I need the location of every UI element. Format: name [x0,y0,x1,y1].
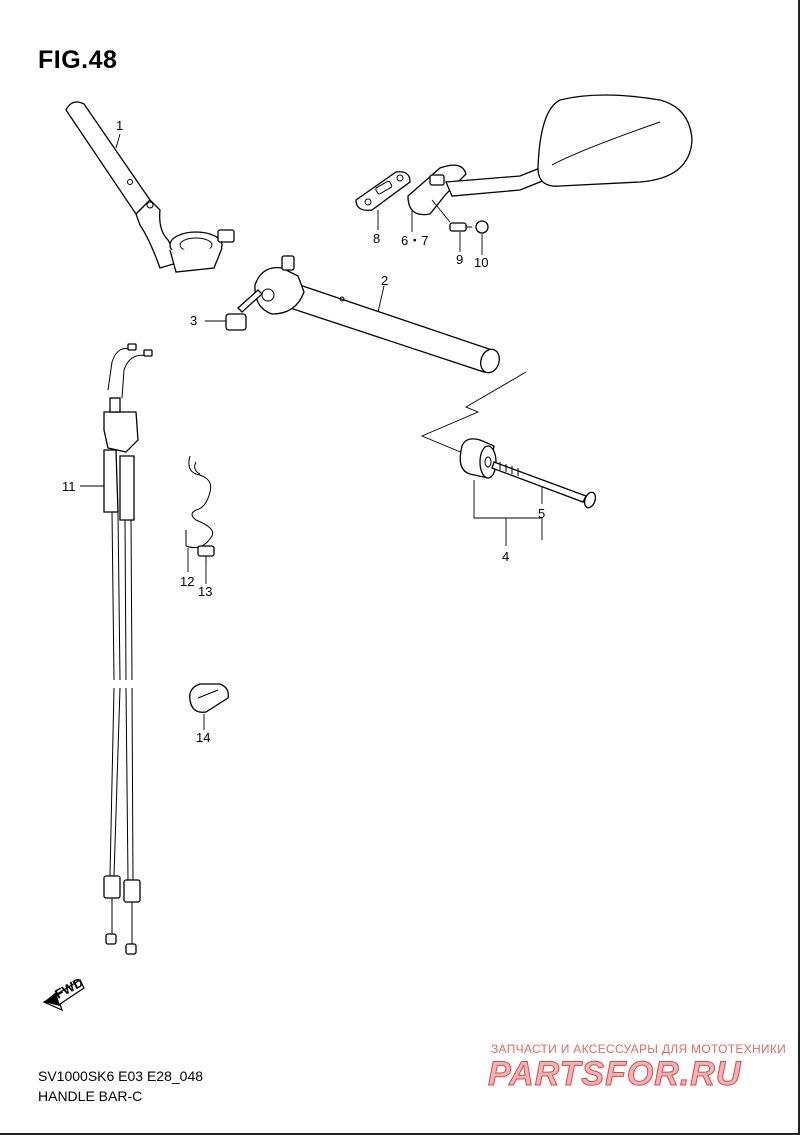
part-11-throttle-cables[interactable] [80,343,153,955]
part-9-screw[interactable] [449,222,472,252]
callout-10: 10 [474,255,488,270]
part-8-mirror-plate[interactable] [355,171,411,230]
lead-2 [377,285,385,313]
callout-9: 9 [456,252,463,267]
fwd-arrow-icon: FWD [42,975,86,1012]
callout-5: 5 [538,506,545,521]
callout-6-7: 6・7 [401,233,428,248]
watermark-tagline: ЗАПЧАСТИ И АКСЕССУАРЫ ДЛЯ МОТОТЕХНИКИ [491,1042,787,1056]
callout-3: 3 [190,313,197,328]
part-2-right-handlebar[interactable] [254,255,502,375]
model-code: SV1000SK6 E03 E28_048 [38,1068,204,1084]
lead-1 [115,133,121,149]
callout-1: 1 [116,118,123,133]
callout-4: 4 [502,549,509,564]
part-5-long-bolt[interactable] [491,461,597,509]
part-10-cap[interactable] [475,220,489,255]
callout-12: 12 [180,574,194,589]
part-name: HANDLE BAR-C [38,1088,143,1104]
part-13-screw[interactable] [197,545,215,584]
callout-2: 2 [381,273,388,288]
part-3-bolt[interactable] [205,289,263,331]
assembly-lead-line [420,371,527,457]
watermark-logo[interactable]: PARTSFOR.RU [487,1055,742,1094]
callout-14: 14 [196,730,210,745]
part-12-wire-clamp[interactable] [185,455,214,572]
part-14-cable-guide[interactable] [189,683,229,730]
part-1-left-handlebar[interactable] [65,101,235,273]
callout-11: 11 [62,479,76,494]
part-6-7-mirror[interactable] [407,94,693,232]
callout-13: 13 [198,584,212,599]
figure-title: FIG.48 [38,46,118,74]
part-4-bar-end-weight[interactable] [459,438,543,546]
callout-8: 8 [373,231,380,246]
